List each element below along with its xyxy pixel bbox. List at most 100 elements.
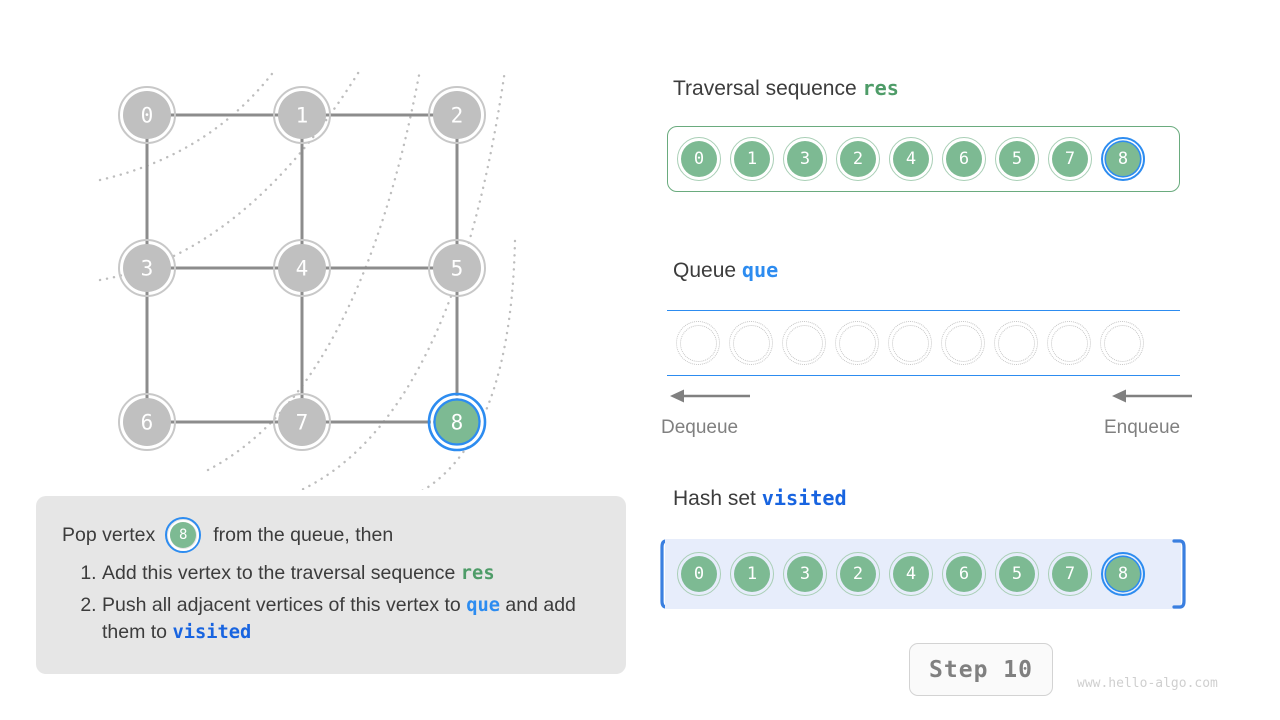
- traversal-sequence-item-label: 2: [840, 141, 876, 177]
- hash-set-item-label: 8: [1105, 556, 1141, 592]
- graph-node-2-outer-ring: [428, 86, 486, 144]
- hash-set-item-label: 4: [893, 556, 929, 592]
- hash-set-item-ring: [995, 552, 1039, 596]
- graph-svg: 0 1 2 3 4 5 6 7 8: [98, 68, 517, 490]
- hash-set-item[interactable]: 7: [1048, 552, 1092, 596]
- traversal-sequence-item-label: 0: [681, 141, 717, 177]
- traversal-sequence-item-ring: [677, 137, 721, 181]
- hash-set-item-mid-ring: [1103, 554, 1143, 594]
- hash-set-item[interactable]: 0: [677, 552, 721, 596]
- graph-node-1-label: 1: [296, 104, 309, 128]
- queue-empty-slot-outer-ring: [994, 321, 1038, 365]
- description-step2-code-que: que: [466, 594, 500, 616]
- graph-node-0[interactable]: 0: [118, 86, 176, 144]
- hash-set-item[interactable]: 2: [836, 552, 880, 596]
- traversal-sequence-item-label: 4: [893, 141, 929, 177]
- graph-node-5[interactable]: 5: [428, 239, 486, 297]
- traversal-sequence-title-prefix: Traversal sequence: [673, 77, 857, 100]
- hash-set-item-label: 5: [999, 556, 1035, 592]
- enqueue-label: Enqueue: [1104, 417, 1181, 438]
- graph-node-4-outer-ring: [273, 239, 331, 297]
- graph-node-8-outer-ring: [427, 392, 487, 452]
- hash-set-title: Hash set visited: [673, 486, 847, 511]
- description-line1-prefix: Pop vertex: [62, 523, 156, 546]
- traversal-sequence-item[interactable]: 6: [942, 137, 986, 181]
- graph-node-2-label: 2: [451, 104, 464, 128]
- graph-node-3[interactable]: 3: [118, 239, 176, 297]
- traversal-sequence-item[interactable]: 2: [836, 137, 880, 181]
- traversal-sequence-item[interactable]: 5: [995, 137, 1039, 181]
- graph-node-4-fill: [278, 244, 326, 292]
- traversal-sequence-title: Traversal sequence res: [673, 76, 899, 101]
- queue-empty-slot-inner-ring: [1103, 324, 1141, 362]
- graph-node-1[interactable]: 1: [273, 86, 331, 144]
- traversal-sequence-item-ring: [1101, 137, 1145, 181]
- graph-node-8-fill: [433, 398, 481, 446]
- graph-node-5-label: 5: [451, 257, 464, 281]
- queue-empty-slot-outer-ring: [941, 321, 985, 365]
- queue-empty-slot-outer-ring: [729, 321, 773, 365]
- hash-set-item-ring: [836, 552, 880, 596]
- queue-empty-slot: [676, 321, 720, 365]
- traversal-sequence-item-ring: [995, 137, 1039, 181]
- traversal-sequence-item[interactable]: 4: [889, 137, 933, 181]
- hash-set-right-brace-icon: [1172, 539, 1186, 609]
- graph-node-6-outer-ring: [118, 393, 176, 451]
- hash-set-item[interactable]: 5: [995, 552, 1039, 596]
- graph-node-8-label: 8: [451, 411, 464, 435]
- queue-empty-slot-inner-ring: [785, 324, 823, 362]
- traversal-sequence-item[interactable]: 7: [1048, 137, 1092, 181]
- graph-node-5-fill: [433, 244, 481, 292]
- queue-empty-slot-inner-ring: [732, 324, 770, 362]
- traversal-sequence-item-ring: [889, 137, 933, 181]
- wavefront-curve-2: [206, 68, 422, 472]
- queue-empty-slot-outer-ring: [888, 321, 932, 365]
- graph-node-8[interactable]: 8: [427, 392, 487, 452]
- description-box: Pop vertex 8 from the queue, then Add th…: [36, 496, 626, 674]
- hash-set-title-prefix: Hash set: [673, 487, 756, 510]
- graph-node-2[interactable]: 2: [428, 86, 486, 144]
- hash-set-item[interactable]: 4: [889, 552, 933, 596]
- description-step1-text: Add this vertex to the traversal sequenc…: [102, 562, 456, 584]
- graph-node-5-outer-ring: [428, 239, 486, 297]
- traversal-sequence-item[interactable]: 3: [783, 137, 827, 181]
- hash-set-item-ring: [889, 552, 933, 596]
- graph-node-3-label: 3: [141, 257, 154, 281]
- hash-set-item-label: 3: [787, 556, 823, 592]
- hash-set-item[interactable]: 8: [1101, 552, 1145, 596]
- description-step-2: Push all adjacent vertices of this verte…: [102, 592, 600, 647]
- graph-node-7-label: 7: [296, 411, 309, 435]
- hash-set-item[interactable]: 6: [942, 552, 986, 596]
- traversal-sequence-item[interactable]: 8: [1101, 137, 1145, 181]
- step-label: Step 10: [929, 656, 1033, 683]
- graph-node-6[interactable]: 6: [118, 393, 176, 451]
- description-step2-mid: and add them to: [102, 593, 576, 644]
- graph-node-6-fill: [123, 398, 171, 446]
- graph-node-0-fill: [123, 91, 171, 139]
- hash-set-item[interactable]: 3: [783, 552, 827, 596]
- hash-set-item-label: 0: [681, 556, 717, 592]
- queue-empty-slot-inner-ring: [1050, 324, 1088, 362]
- dequeue-arrow-icon: [670, 389, 750, 403]
- queue-empty-slot-inner-ring: [997, 324, 1035, 362]
- description-steps-list: Add this vertex to the traversal sequenc…: [62, 560, 600, 647]
- graph-node-4[interactable]: 4: [273, 239, 331, 297]
- description-step2-text: Push all adjacent vertices of this verte…: [102, 593, 461, 616]
- graph-node-8-mid-ring: [430, 395, 484, 449]
- traversal-sequence-item[interactable]: 1: [730, 137, 774, 181]
- traversal-sequence-item-ring: [730, 137, 774, 181]
- queue-empty-slot-outer-ring: [782, 321, 826, 365]
- graph-node-4-label: 4: [296, 257, 309, 281]
- queue-empty-slot-outer-ring: [676, 321, 720, 365]
- hash-set-item[interactable]: 1: [730, 552, 774, 596]
- graph-node-7[interactable]: 7: [273, 393, 331, 451]
- queue-title: Queue que: [673, 258, 778, 283]
- description-line-1: Pop vertex 8 from the queue, then: [62, 517, 600, 553]
- popped-vertex-chip: 8: [165, 517, 202, 553]
- traversal-sequence-item[interactable]: 0: [677, 137, 721, 181]
- queue-empty-slot-inner-ring: [944, 324, 982, 362]
- popped-vertex-label: 8: [170, 522, 197, 548]
- hash-set-item-label: 7: [1052, 556, 1088, 592]
- traversal-sequence-item-label: 6: [946, 141, 982, 177]
